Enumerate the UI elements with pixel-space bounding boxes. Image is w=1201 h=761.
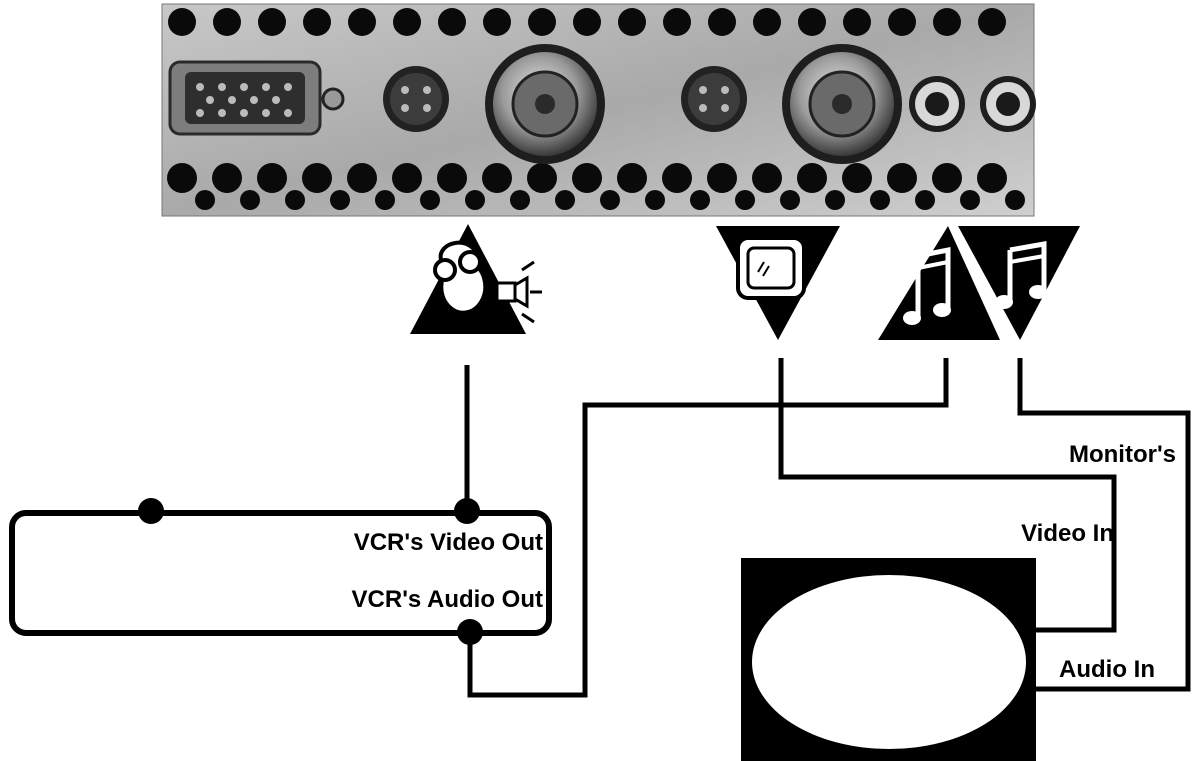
vent-hole bbox=[978, 8, 1006, 36]
vent-hole bbox=[707, 163, 737, 193]
vent-hole bbox=[528, 8, 556, 36]
vcr-connector-dot bbox=[138, 498, 164, 524]
vcr-audio-out-label: VCR's Audio Out bbox=[352, 588, 543, 612]
vent-hole bbox=[708, 8, 736, 36]
vent-hole bbox=[420, 190, 440, 210]
rear-panel bbox=[162, 4, 1036, 216]
vent-hole bbox=[780, 190, 800, 210]
vent-hole bbox=[302, 163, 332, 193]
vent-hole bbox=[825, 190, 845, 210]
vent-hole bbox=[663, 8, 691, 36]
svideo-connector-2 bbox=[681, 66, 747, 132]
vent-hole bbox=[690, 190, 710, 210]
vent-hole bbox=[618, 8, 646, 36]
vent-hole bbox=[438, 8, 466, 36]
vent-hole bbox=[167, 163, 197, 193]
vent-hole bbox=[437, 163, 467, 193]
vent-hole bbox=[303, 8, 331, 36]
vent-hole bbox=[753, 8, 781, 36]
vent-hole bbox=[510, 190, 530, 210]
vent-hole bbox=[330, 190, 350, 210]
vent-hole bbox=[933, 8, 961, 36]
vent-hole bbox=[842, 163, 872, 193]
vent-hole bbox=[617, 163, 647, 193]
vent-hole bbox=[347, 163, 377, 193]
vent-hole bbox=[662, 163, 692, 193]
vent-hole bbox=[572, 163, 602, 193]
svideo-connector-1 bbox=[383, 66, 449, 132]
bnc-connector-1 bbox=[485, 44, 605, 164]
vent-hole bbox=[932, 163, 962, 193]
vent-hole bbox=[465, 190, 485, 210]
vent-hole bbox=[393, 8, 421, 36]
vcr-video-out-label: VCR's Video Out bbox=[354, 531, 543, 555]
mouse-camera-icon bbox=[410, 224, 542, 334]
vent-hole bbox=[915, 190, 935, 210]
vent-hole bbox=[213, 8, 241, 36]
vent-hole bbox=[392, 163, 422, 193]
vent-hole bbox=[600, 190, 620, 210]
bnc-connector-2 bbox=[782, 44, 902, 164]
vent-hole bbox=[482, 163, 512, 193]
vent-hole bbox=[257, 163, 287, 193]
vent-hole bbox=[843, 8, 871, 36]
monitor-audio-in-label: Audio In bbox=[1059, 658, 1155, 682]
vent-hole bbox=[285, 190, 305, 210]
monitor-heading-label: Monitor's bbox=[1069, 443, 1176, 467]
vent-hole bbox=[483, 8, 511, 36]
vent-hole bbox=[888, 8, 916, 36]
monitor-icon bbox=[716, 226, 840, 340]
vent-hole bbox=[240, 190, 260, 210]
audio-jack-1 bbox=[909, 76, 965, 132]
vent-hole bbox=[527, 163, 557, 193]
vent-hole bbox=[798, 8, 826, 36]
vent-hole bbox=[555, 190, 575, 210]
vent-hole bbox=[797, 163, 827, 193]
vent-hole bbox=[573, 8, 601, 36]
vent-hole bbox=[752, 163, 782, 193]
vent-hole bbox=[212, 163, 242, 193]
vent-hole bbox=[348, 8, 376, 36]
audio-jack-2 bbox=[980, 76, 1036, 132]
vent-hole bbox=[645, 190, 665, 210]
vent-hole bbox=[887, 163, 917, 193]
vent-hole bbox=[960, 190, 980, 210]
vent-hole bbox=[1005, 190, 1025, 210]
vent-hole bbox=[375, 190, 395, 210]
vent-hole bbox=[977, 163, 1007, 193]
vent-hole bbox=[870, 190, 890, 210]
vent-hole bbox=[258, 8, 286, 36]
vent-hole bbox=[168, 8, 196, 36]
vent-hole bbox=[195, 190, 215, 210]
monitor-video-in-label: Video In bbox=[1021, 522, 1114, 546]
vga-connector bbox=[170, 62, 343, 134]
vent-hole bbox=[735, 190, 755, 210]
monitor-device bbox=[741, 558, 1036, 761]
